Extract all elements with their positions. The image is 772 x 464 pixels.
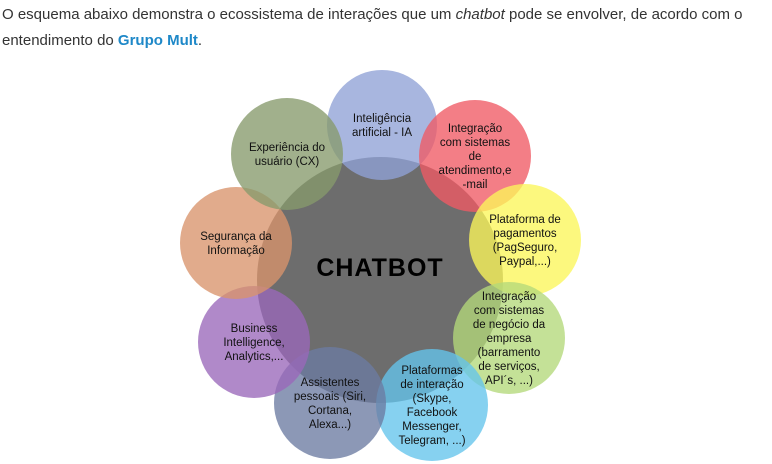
- node-label-line: de negócio da: [473, 319, 546, 331]
- node-label-line: Experiência do: [249, 142, 325, 154]
- node-label-line: Business: [231, 323, 278, 335]
- node-label-line: Informação: [207, 245, 265, 257]
- node-label-line: usuário (CX): [255, 156, 320, 168]
- node-label-assistentes: Assistentes pessoais (Siri, Cortana, Alexa.…: [294, 377, 366, 431]
- chatbot-hub: [257, 157, 503, 403]
- node-label-line: Segurança da: [200, 231, 272, 243]
- node-circle-integracao-atendimento: [419, 100, 531, 212]
- node-label-integracao-atendimento: Integração com sistemas de atendimento,e -ma…: [439, 123, 512, 191]
- node-label-line: (Skype,: [413, 393, 452, 405]
- node-label-line: Plataforma de: [489, 214, 561, 226]
- node-circle-bi: [198, 286, 310, 398]
- node-label-line: Analytics,...: [225, 351, 284, 363]
- node-label-integracao-negocio: Integração com sistemas de negócio da empre…: [473, 291, 546, 387]
- node-label-line: API´s, ...): [485, 375, 533, 387]
- node-label-line: empresa: [487, 333, 532, 345]
- node-label-cx: Experiência do usuário (CX): [249, 142, 325, 168]
- node-label-pagamentos: Plataforma de pagamentos (PagSeguro, Paypal…: [489, 214, 561, 268]
- node-label-line: atendimento,e: [439, 165, 512, 177]
- node-label-line: Integração: [448, 123, 502, 135]
- chatbot-hub-label: CHATBOT: [316, 254, 443, 282]
- node-circle-integracao-negocio: [453, 282, 565, 394]
- node-circle-seguranca: [180, 187, 292, 299]
- node-label-line: Assistentes: [301, 377, 360, 389]
- node-label-line: Messenger,: [402, 421, 461, 433]
- node-label-line: Plataformas: [401, 365, 463, 377]
- node-label-line: de serviços,: [478, 361, 539, 373]
- grupo-mult-link[interactable]: Grupo Mult: [117, 32, 198, 49]
- node-label-line: com sistemas: [440, 137, 511, 149]
- node-label-line: pessoais (Siri,: [294, 391, 366, 403]
- intro-chatbot-emphasis: chatbot: [455, 6, 505, 23]
- intro-text-end: .: [197, 32, 203, 49]
- node-label-line: Inteligência: [353, 113, 412, 125]
- intro-text-start: O esquema abaixo demonstra o ecossistema…: [2, 6, 456, 23]
- node-label-line: Integração: [482, 291, 536, 303]
- node-label-line: Telegram, ...): [398, 435, 465, 447]
- node-circle-plataformas-interacao: [376, 349, 488, 461]
- node-circle-ia: [327, 70, 437, 180]
- node-label-line: Cortana,: [308, 405, 352, 417]
- node-label-line: artificial - IA: [352, 127, 412, 139]
- node-label-ia: Inteligência artificial - IA: [352, 113, 412, 139]
- node-circle-assistentes: [274, 347, 386, 459]
- node-circle-pagamentos: [469, 184, 581, 296]
- node-circle-cx: [231, 98, 343, 210]
- node-label-line: (barramento: [478, 347, 541, 359]
- intro-text-middle: pode se envolver, de acordo com o entend…: [2, 6, 743, 49]
- node-label-line: (PagSeguro,: [493, 242, 558, 254]
- node-label-line: Intelligence,: [223, 337, 284, 349]
- node-label-line: Paypal,...): [499, 256, 551, 268]
- intro-paragraph: O esquema abaixo demonstra o ecossistema…: [2, 2, 762, 54]
- node-label-line: -mail: [463, 179, 488, 191]
- node-label-line: com sistemas: [474, 305, 545, 317]
- node-label-line: de: [469, 151, 482, 163]
- node-label-line: Alexa...): [309, 419, 351, 431]
- node-label-line: de interação: [400, 379, 463, 391]
- node-label-seguranca: Segurança da Informação: [200, 231, 272, 257]
- node-label-line: pagamentos: [493, 228, 557, 240]
- node-label-line: Facebook: [407, 407, 458, 419]
